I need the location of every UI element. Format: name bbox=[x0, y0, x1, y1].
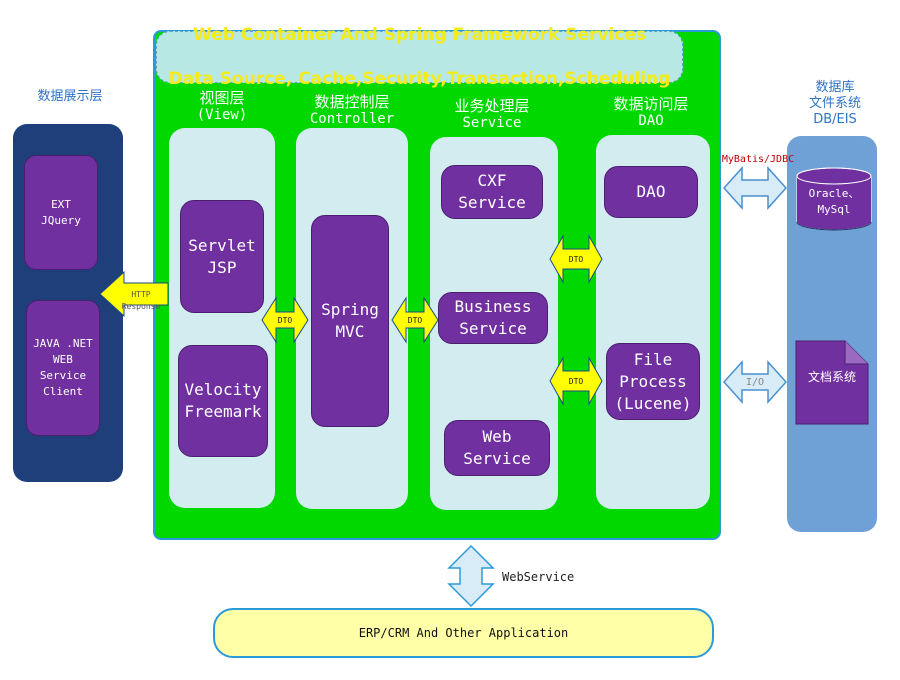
dto-label-3: DTO bbox=[568, 254, 584, 264]
io-arrow bbox=[722, 360, 788, 404]
layer-title-service-en: Service bbox=[462, 115, 522, 131]
layer-title-view: 视图层(View) bbox=[170, 88, 274, 126]
io-label: I/O bbox=[745, 376, 765, 388]
dto-label-4: DTO bbox=[568, 376, 584, 386]
http-response-arrow bbox=[99, 270, 169, 318]
layer-title-controller-cn: 数据控制层 bbox=[314, 93, 390, 111]
web-service-box: Web Service bbox=[444, 420, 550, 476]
cxf-service-box: CXF Service bbox=[441, 165, 543, 219]
business-service-box: Business Service bbox=[438, 292, 548, 344]
database-cylinder-icon bbox=[796, 167, 872, 231]
layer-title-controller-en: Controller bbox=[309, 111, 395, 127]
dao-box: DAO bbox=[604, 166, 698, 218]
layer-title-view-en: (View) bbox=[196, 107, 248, 123]
layer-title-dao-cn: 数据访问层 bbox=[613, 95, 689, 113]
web-service-client-box: JAVA .NET WEB Service Client bbox=[26, 300, 100, 436]
servlet-jsp-box: Servlet JSP bbox=[180, 200, 264, 313]
banner-line-1: Web Container And Spring Framework Servi… bbox=[193, 25, 646, 45]
layer-title-dao-en: DAO bbox=[638, 113, 664, 129]
spring-mvc-box: Spring MVC bbox=[311, 215, 389, 427]
webservice-label: WebService bbox=[502, 570, 575, 584]
mybatis-jdbc-arrow bbox=[722, 166, 788, 210]
layer-title-service-cn: 业务处理层 bbox=[454, 97, 530, 115]
file-process-box: File Process (Lucene) bbox=[606, 343, 700, 420]
webservice-arrow bbox=[447, 544, 495, 608]
http-response-label: HTTP Response bbox=[121, 290, 161, 311]
document-system-label: 文档系统 bbox=[807, 369, 856, 384]
framework-banner: Web Container And Spring Framework Servi… bbox=[156, 25, 683, 89]
erp-crm-bar: ERP/CRM And Other Application bbox=[213, 608, 714, 658]
dto-label-2: DTO bbox=[407, 315, 423, 325]
dto-arrow-service-dao-bottom bbox=[549, 356, 603, 406]
dto-arrow-view-controller bbox=[261, 296, 309, 344]
velocity-freemark-box: Velocity Freemark bbox=[178, 345, 268, 457]
dto-arrow-service-dao-top bbox=[549, 234, 603, 284]
dto-arrow-controller-service bbox=[391, 296, 439, 344]
presentation-layer-title: 数据展示层 bbox=[37, 89, 103, 104]
banner-line-2: Data Source, Cache,Security,Transaction,… bbox=[168, 69, 671, 89]
layer-title-view-cn: 视图层 bbox=[199, 89, 245, 107]
mybatis-jdbc-label: MyBatis/JDBC bbox=[721, 153, 795, 165]
storage-layer-title: 数据库 文件系统 DB/EIS bbox=[808, 80, 861, 127]
ext-jquery-box: EXT JQuery bbox=[24, 155, 98, 270]
dto-label-1: DTO bbox=[277, 315, 293, 325]
document-icon bbox=[795, 340, 869, 425]
database-label: Oracle、 MySql bbox=[808, 187, 860, 216]
